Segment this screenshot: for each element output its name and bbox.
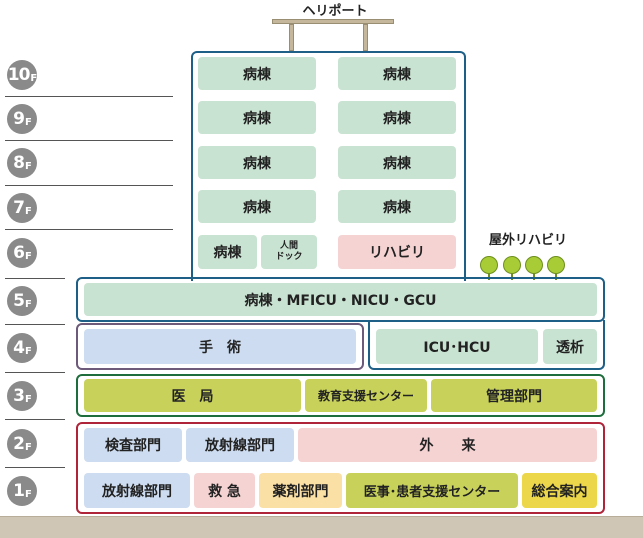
education-center-3f[interactable]: 教育支援センター bbox=[305, 379, 427, 412]
ward-10f-left[interactable]: 病棟 bbox=[198, 57, 316, 90]
ward-6f[interactable]: 病棟 bbox=[198, 235, 257, 269]
floor-unit: F bbox=[25, 116, 32, 128]
floor-number: 5 bbox=[13, 291, 25, 311]
radiology-2f[interactable]: 放射線部門 bbox=[186, 428, 294, 462]
floor-number: 3 bbox=[13, 386, 25, 406]
rehab-6f[interactable]: リハビリ bbox=[338, 235, 456, 269]
tree-icon bbox=[547, 256, 565, 274]
ward-10f-right[interactable]: 病棟 bbox=[338, 57, 456, 90]
surgery-frame bbox=[76, 323, 364, 370]
floor-divider bbox=[5, 185, 173, 186]
exam-dept-2f[interactable]: 検査部門 bbox=[84, 428, 182, 462]
floor5-frame bbox=[76, 277, 605, 322]
floor-number: 7 bbox=[13, 198, 25, 218]
tree-icon bbox=[525, 256, 543, 274]
floor-number: 10 bbox=[7, 65, 31, 85]
tower-frame bbox=[191, 51, 466, 281]
tree-icon bbox=[503, 256, 521, 274]
floor-divider bbox=[5, 278, 65, 279]
floor-divider bbox=[5, 419, 65, 420]
general-info-1f[interactable]: 総合案内 bbox=[522, 473, 597, 508]
tree-trunk bbox=[488, 270, 490, 280]
floor-unit: F bbox=[25, 205, 32, 217]
floor-number: 4 bbox=[13, 338, 25, 358]
surgery-4f[interactable]: 手 術 bbox=[84, 329, 356, 364]
floor-unit: F bbox=[25, 488, 32, 500]
dialysis-4f[interactable]: 透析 bbox=[543, 329, 597, 364]
floor-unit: F bbox=[25, 298, 32, 310]
floor-unit: F bbox=[30, 72, 37, 84]
tree-trunk bbox=[555, 270, 557, 280]
pharmacy-1f[interactable]: 薬剤部門 bbox=[259, 473, 342, 508]
admin-dept-3f[interactable]: 管理部門 bbox=[431, 379, 597, 412]
icu-frame bbox=[368, 320, 605, 370]
rooftop-rehab-label: 屋外リハビリ bbox=[488, 233, 567, 248]
ground-strip bbox=[0, 516, 643, 538]
floor-divider bbox=[5, 140, 173, 141]
outpatient-2f[interactable]: 外 来 bbox=[298, 428, 597, 462]
ward-7f-right[interactable]: 病棟 bbox=[338, 190, 456, 223]
floor-number: 1 bbox=[13, 481, 25, 501]
floor-number: 9 bbox=[13, 109, 25, 129]
health-checkup-6f[interactable]: 人間 ドック bbox=[261, 235, 317, 269]
medical-office-3f[interactable]: 医 局 bbox=[84, 379, 301, 412]
floor-divider bbox=[5, 467, 65, 468]
floor-unit: F bbox=[25, 345, 32, 357]
ward-nicu-5f[interactable]: 病棟・MFICU・NICU・GCU bbox=[84, 283, 597, 316]
floor-divider bbox=[5, 324, 65, 325]
ward-9f-left[interactable]: 病棟 bbox=[198, 101, 316, 134]
heliport-label: ヘリポート bbox=[302, 4, 368, 19]
health-checkup-line2: ドック bbox=[275, 252, 303, 262]
floor-unit: F bbox=[25, 160, 32, 172]
floor-number: 8 bbox=[13, 153, 25, 173]
heliport-post-right bbox=[363, 24, 368, 51]
patient-support-1f[interactable]: 医事･患者支援センター bbox=[346, 473, 518, 508]
floor3-frame bbox=[76, 374, 605, 417]
emergency-1f[interactable]: 救 急 bbox=[194, 473, 255, 508]
floor-number: 6 bbox=[13, 243, 25, 263]
health-checkup-line1: 人間 bbox=[279, 241, 298, 251]
tree-trunk bbox=[533, 270, 535, 280]
ward-7f-left[interactable]: 病棟 bbox=[198, 190, 316, 223]
heliport-post-left bbox=[289, 24, 294, 51]
floor-divider bbox=[5, 372, 65, 373]
tree-icon bbox=[480, 256, 498, 274]
heliport-pad bbox=[272, 19, 394, 24]
floor-unit: F bbox=[25, 393, 32, 405]
floor-divider bbox=[5, 229, 173, 230]
ward-8f-left[interactable]: 病棟 bbox=[198, 146, 316, 179]
tree-trunk bbox=[511, 270, 513, 280]
radiology-1f[interactable]: 放射線部門 bbox=[84, 473, 190, 508]
floor-number: 2 bbox=[13, 434, 25, 454]
icu-hcu-4f[interactable]: ICU･HCU bbox=[376, 329, 538, 364]
floor-divider bbox=[5, 96, 173, 97]
ward-8f-right[interactable]: 病棟 bbox=[338, 146, 456, 179]
floor-unit: F bbox=[25, 250, 32, 262]
floor1-2-frame bbox=[76, 422, 605, 514]
floor-unit: F bbox=[25, 441, 32, 453]
ward-9f-right[interactable]: 病棟 bbox=[338, 101, 456, 134]
